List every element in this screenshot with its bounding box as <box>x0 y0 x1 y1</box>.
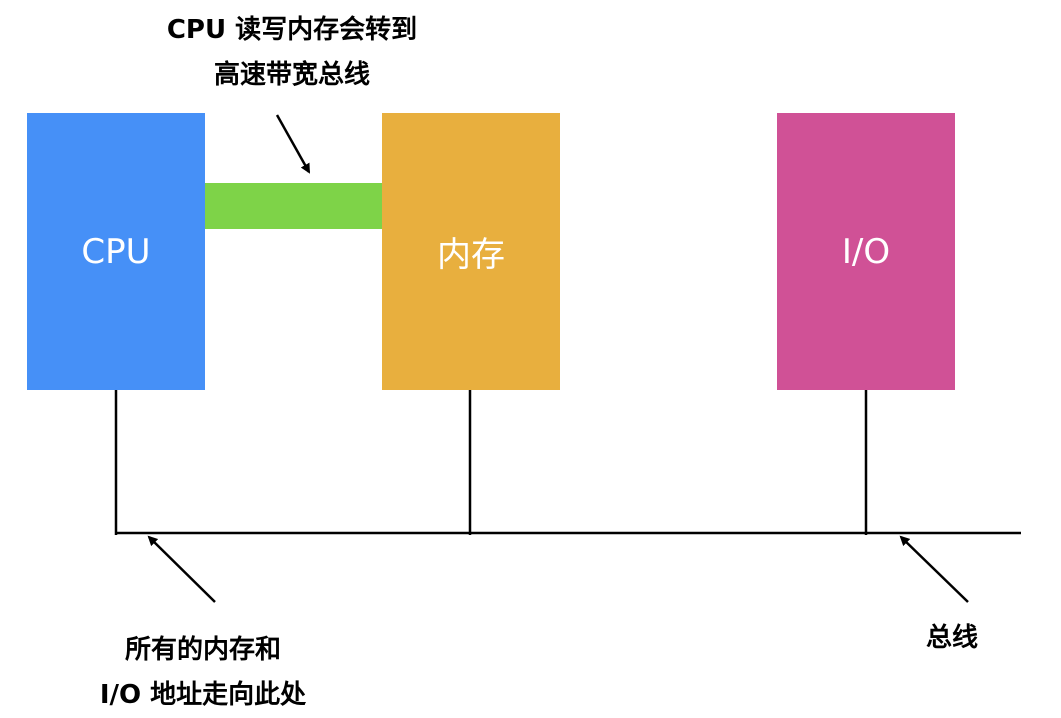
cpu-label: CPU <box>81 231 151 272</box>
bottom-left-arrow <box>147 535 216 603</box>
top-arrow <box>275 114 311 174</box>
bottom-annotation-line1: 所有的内存和 <box>124 635 281 665</box>
cpu-box: CPU <box>27 113 205 390</box>
bottom-annotation: 所有的内存和 I/O 地址走向此处 <box>53 628 353 718</box>
memory-box: 内存 <box>382 113 560 390</box>
bus-arrow <box>899 535 969 603</box>
bus-label: 总线 <box>926 623 979 653</box>
top-annotation-line2: 高速带宽总线 <box>213 60 370 90</box>
top-annotation: CPU 读写内存会转到 高速带宽总线 <box>132 8 452 98</box>
io-box: I/O <box>777 113 955 390</box>
io-label: I/O <box>841 231 891 272</box>
high-speed-bus <box>205 183 382 229</box>
bottom-annotation-line2: I/O 地址走向此处 <box>99 680 307 710</box>
top-annotation-line1: CPU 读写内存会转到 <box>166 15 418 45</box>
memory-label: 内存 <box>437 235 505 275</box>
